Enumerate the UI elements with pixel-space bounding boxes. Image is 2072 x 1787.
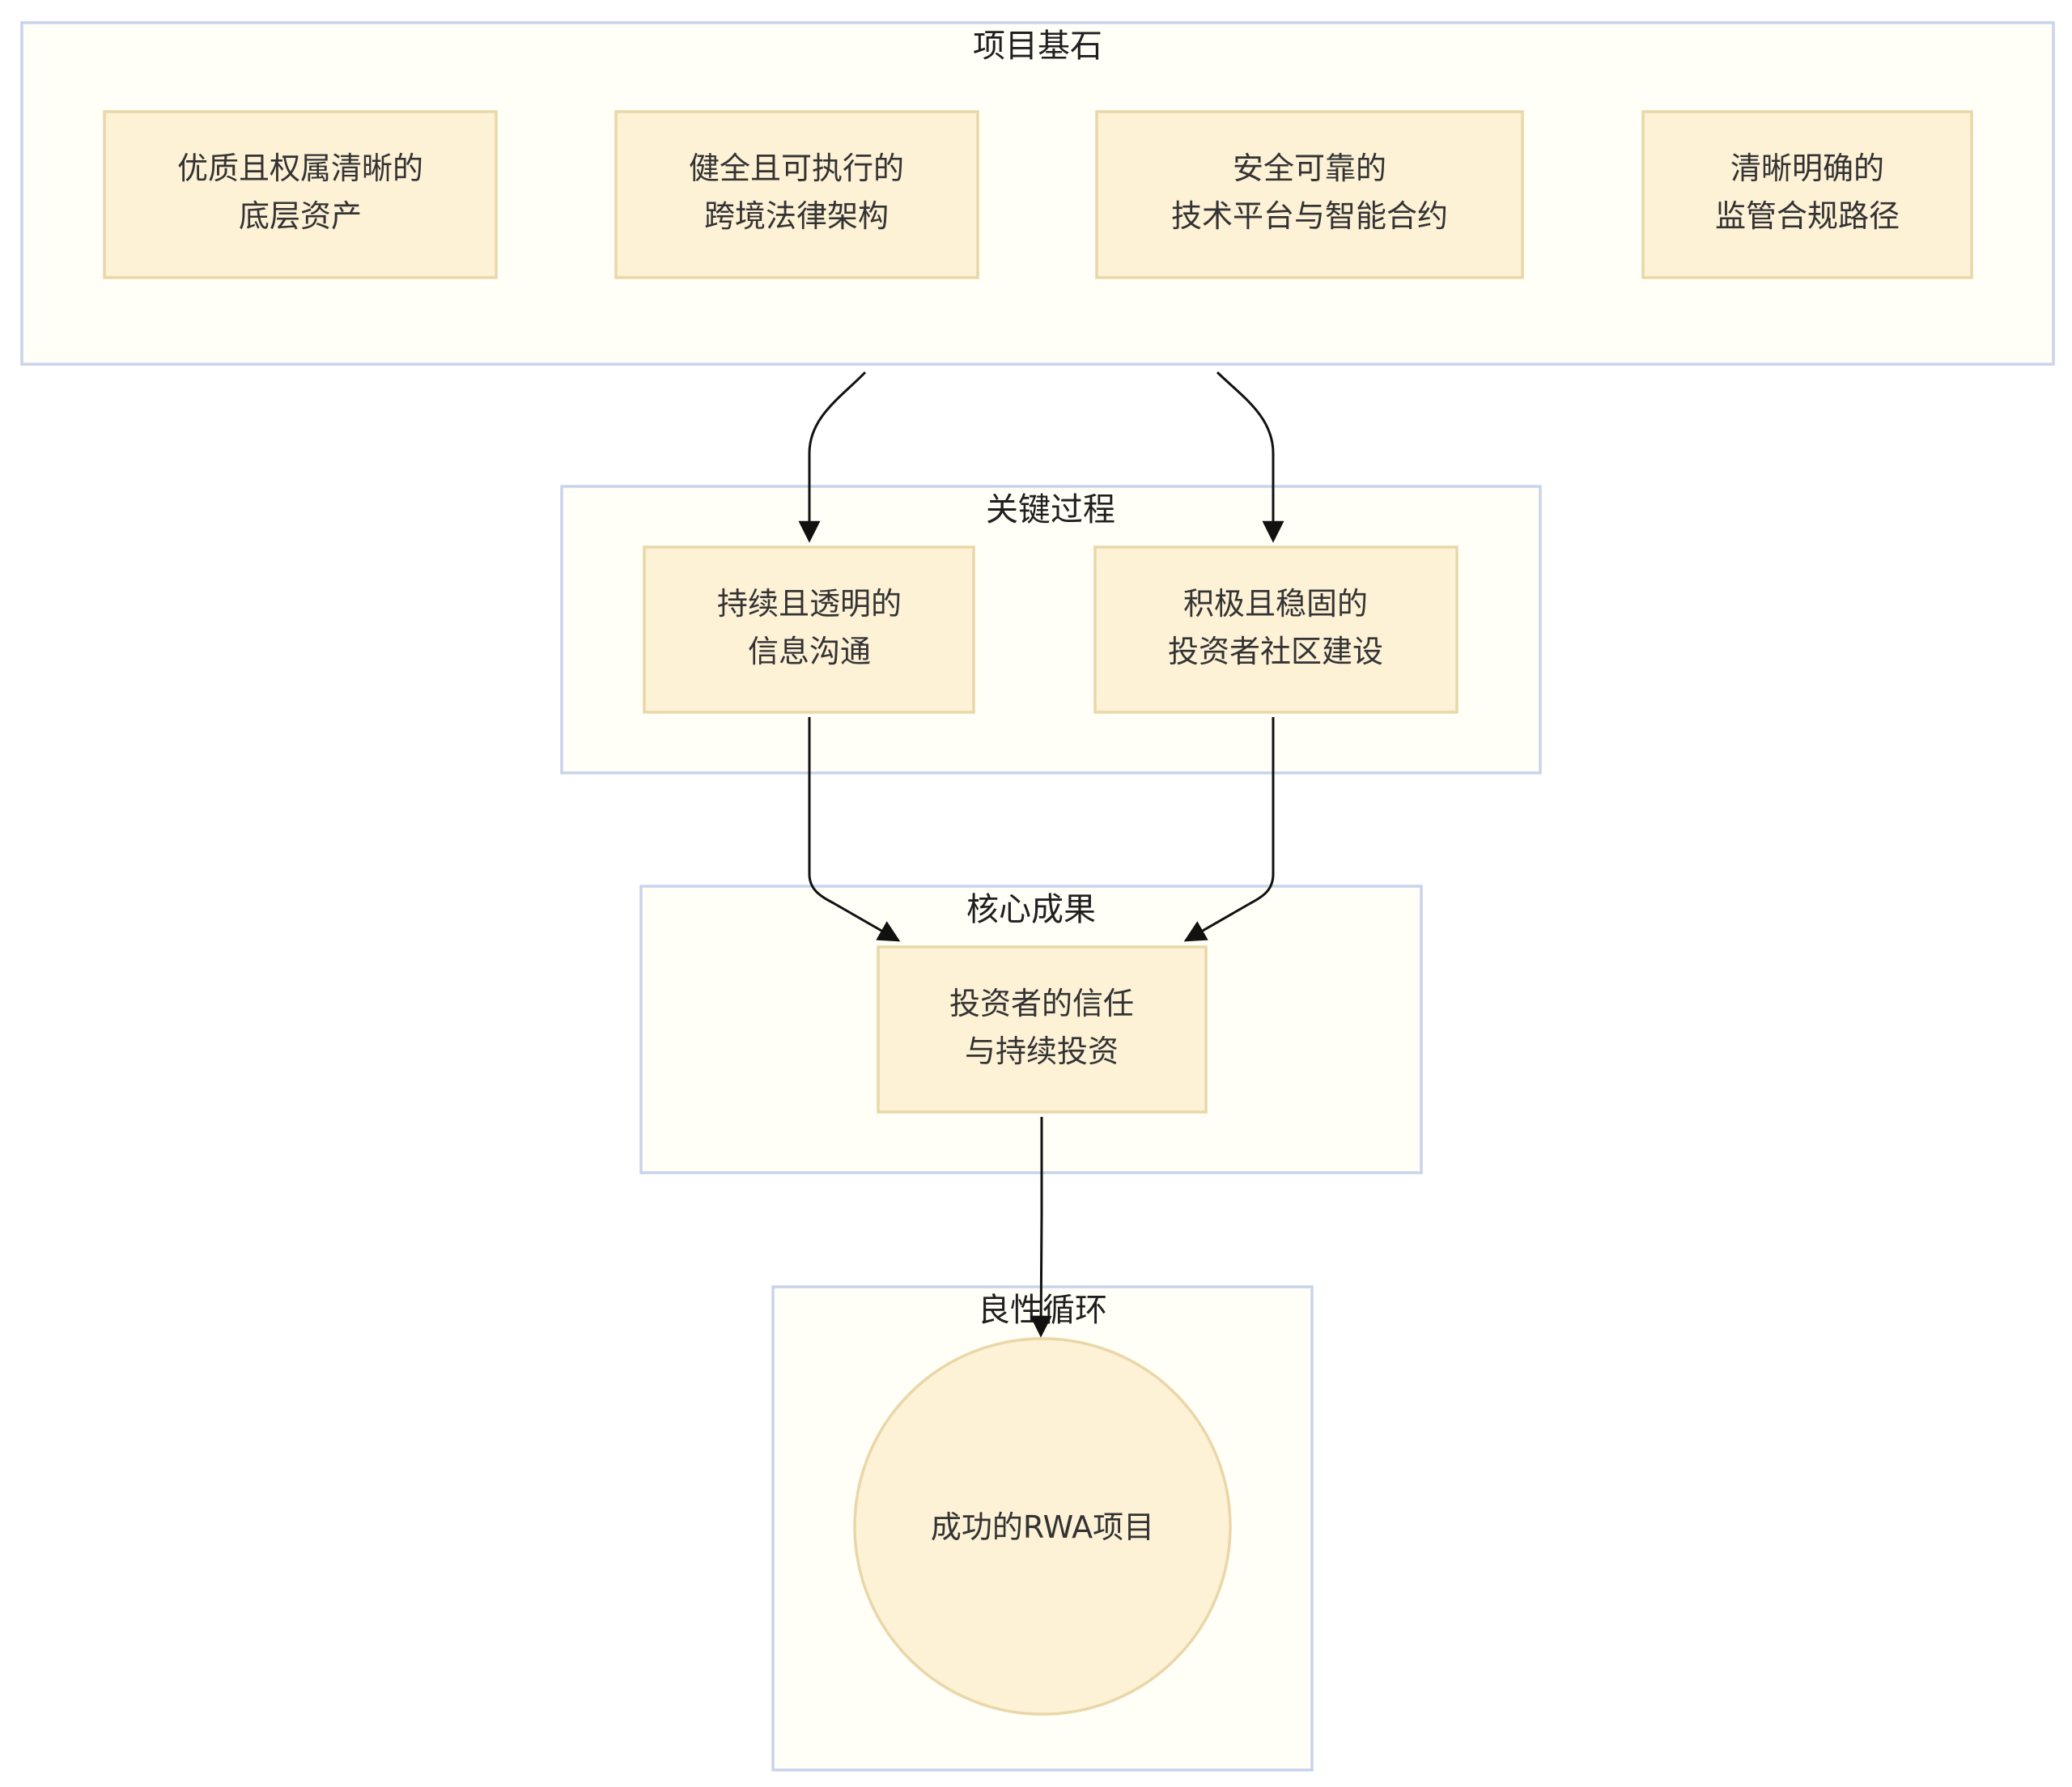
- node-info[interactable]: 持续且透明的 信息沟通: [643, 545, 975, 714]
- node-tech[interactable]: 安全可靠的 技术平台与智能合约: [1095, 110, 1524, 279]
- node-success-circle: [853, 1337, 1232, 1716]
- node-legal-line2: 跨境法律架构: [704, 198, 889, 234]
- node-info-line1: 持续且透明的: [717, 586, 902, 622]
- node-trust-line1: 投资者的信任: [949, 986, 1134, 1021]
- node-trust[interactable]: 投资者的信任 与持续投资: [877, 945, 1208, 1114]
- node-community-line2: 投资者社区建设: [1168, 634, 1383, 669]
- node-community-line1: 积极且稳固的: [1183, 586, 1368, 622]
- node-community-box: [1093, 545, 1458, 714]
- group-foundation: 项目基石 优质且权属清晰的 底层资产 健全且可执行的 跨境法律架构 安全可靠的 …: [20, 21, 2055, 366]
- node-asset[interactable]: 优质且权属清晰的 底层资产: [103, 110, 498, 279]
- group-outcome: 核心成果 投资者的信任 与持续投资: [639, 885, 1423, 1174]
- node-legal[interactable]: 健全且可执行的 跨境法律架构: [614, 110, 979, 279]
- node-tech-line2: 技术平台与智能合约: [1171, 198, 1448, 234]
- node-regulatory-box: [1641, 110, 1973, 279]
- node-legal-box: [614, 110, 979, 279]
- node-regulatory-line2: 监管合规路径: [1715, 198, 1900, 234]
- group-outcome-label: 核心成果: [966, 891, 1096, 928]
- group-foundation-label: 项目基石: [973, 28, 1102, 65]
- node-legal-line1: 健全且可执行的: [689, 151, 904, 186]
- edge-foundation-to-community: [1216, 371, 1284, 543]
- node-asset-line2: 底层资产: [239, 198, 362, 234]
- node-asset-box: [103, 110, 498, 279]
- edge-foundation-to-info: [798, 371, 867, 543]
- node-info-line2: 信息沟通: [748, 634, 871, 669]
- group-cycle: 成功的RWA项目 良性循环: [771, 1285, 1314, 1772]
- node-success[interactable]: 成功的RWA项目: [853, 1337, 1232, 1716]
- node-tech-line1: 安全可靠的: [1233, 151, 1386, 186]
- node-community[interactable]: 积极且稳固的 投资者社区建设: [1093, 545, 1458, 714]
- node-trust-line2: 与持续投资: [965, 1034, 1119, 1069]
- edge-community-to-trust: [1183, 717, 1275, 942]
- node-regulatory[interactable]: 清晰明确的 监管合规路径: [1641, 110, 1973, 279]
- group-process: 关键过程 持续且透明的 信息沟通 积极且稳固的 投资者社区建设: [560, 485, 1542, 775]
- node-asset-line1: 优质且权属清晰的: [177, 151, 423, 186]
- node-tech-box: [1095, 110, 1524, 279]
- edges: [798, 371, 1284, 1338]
- node-regulatory-line1: 清晰明确的: [1730, 151, 1884, 186]
- edge-trust-to-success: [1030, 1117, 1052, 1338]
- edge-info-to-trust: [808, 717, 901, 942]
- group-cycle-label: 良性循环: [978, 1292, 1107, 1329]
- group-process-label: 关键过程: [986, 491, 1115, 528]
- node-success-label: 成功的RWA项目: [931, 1509, 1154, 1545]
- node-info-box: [643, 545, 975, 714]
- node-trust-box: [877, 945, 1208, 1114]
